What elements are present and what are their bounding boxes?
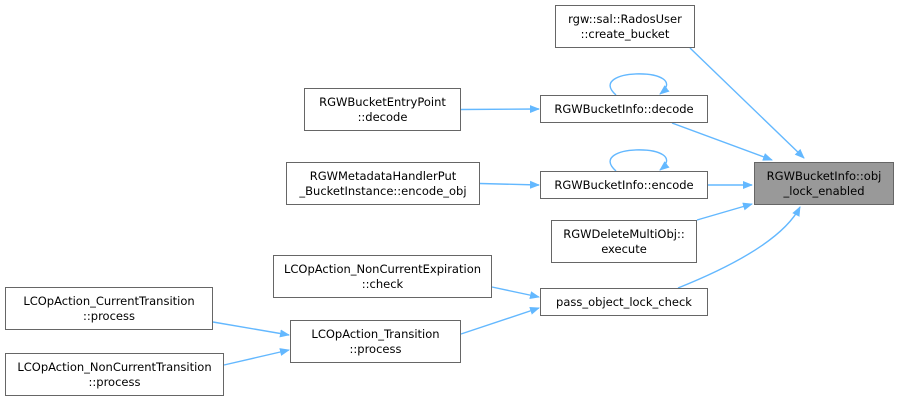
node-transition[interactable]: LCOpAction_Transition::process (290, 320, 461, 363)
node-label-line: rgw::sal::RadosUser (568, 11, 682, 26)
edge-delete_multi-to-focus (696, 202, 753, 221)
node-label-line: ::decode (357, 109, 408, 124)
node-noncurrent-trans[interactable]: LCOpAction_NonCurrentTransition::process (5, 353, 224, 396)
node-label-line: LCOpAction_NonCurrentExpiration (283, 261, 482, 276)
edge-current_trans-to-transition (212, 321, 290, 338)
node-label-line: RGWBucketInfo::decode (554, 101, 694, 116)
node-label-line: ::process (83, 308, 135, 323)
edge-noncurrent_trans-to-transition (223, 348, 290, 366)
edge-noncurrent_exp-to-pass_lock (491, 286, 540, 300)
node-label-line: RGWBucketInfo::obj (766, 168, 882, 183)
node-label-line: RGWBucketEntryPoint (319, 94, 446, 109)
node-decode[interactable]: RGWBucketInfo::decode (540, 95, 708, 123)
node-label-line: _lock_enabled (783, 183, 865, 198)
node-create-bucket[interactable]: rgw::sal::RadosUser::create_bucket (555, 5, 695, 48)
node-label-line: RGWDeleteMultiObj:: (563, 226, 685, 241)
node-noncurrent-exp[interactable]: LCOpAction_NonCurrentExpiration::check (273, 255, 492, 298)
node-pass-lock[interactable]: pass_object_lock_check (540, 288, 708, 316)
node-label-line: ::process (88, 374, 141, 389)
node-label-line: pass_object_lock_check (556, 294, 692, 309)
node-delete-multi[interactable]: RGWDeleteMultiObj::execute (551, 220, 697, 263)
edge-create_bucket-to-focus (689, 47, 805, 159)
node-label-line: RGWMetadataHandlerPut (309, 168, 457, 183)
node-focus: RGWBucketInfo::obj_lock_enabled (754, 162, 894, 205)
node-label-line: ::check (361, 276, 404, 291)
edge-encode-to-encode (609, 149, 670, 172)
node-encode[interactable]: RGWBucketInfo::encode (540, 171, 708, 199)
node-label-line: ::process (349, 341, 402, 356)
edge-entrypoint_decode-to-decode (460, 105, 540, 114)
edge-decode-to-focus (671, 122, 773, 161)
edge-pass_lock-to-focus (677, 206, 801, 289)
node-label-line: _BucketInstance::encode_obj (299, 183, 467, 198)
node-label-line: LCOpAction_Transition (311, 326, 440, 341)
edge-decode-to-decode (609, 73, 670, 96)
edge-metadata_put-to-encode (479, 180, 540, 189)
node-current-trans[interactable]: LCOpAction_CurrentTransition::process (5, 287, 213, 330)
edge-transition-to-pass_lock (460, 307, 540, 335)
node-label-line: ::create_bucket (580, 26, 670, 41)
node-entrypoint-decode[interactable]: RGWBucketEntryPoint::decode (304, 88, 461, 131)
node-label-line: LCOpAction_NonCurrentTransition (17, 359, 212, 374)
node-label-line: LCOpAction_CurrentTransition (23, 293, 195, 308)
node-label-line: RGWBucketInfo::encode (554, 177, 694, 192)
node-label-line: execute (601, 241, 647, 256)
node-metadata-put[interactable]: RGWMetadataHandlerPut_BucketInstance::en… (286, 162, 480, 205)
